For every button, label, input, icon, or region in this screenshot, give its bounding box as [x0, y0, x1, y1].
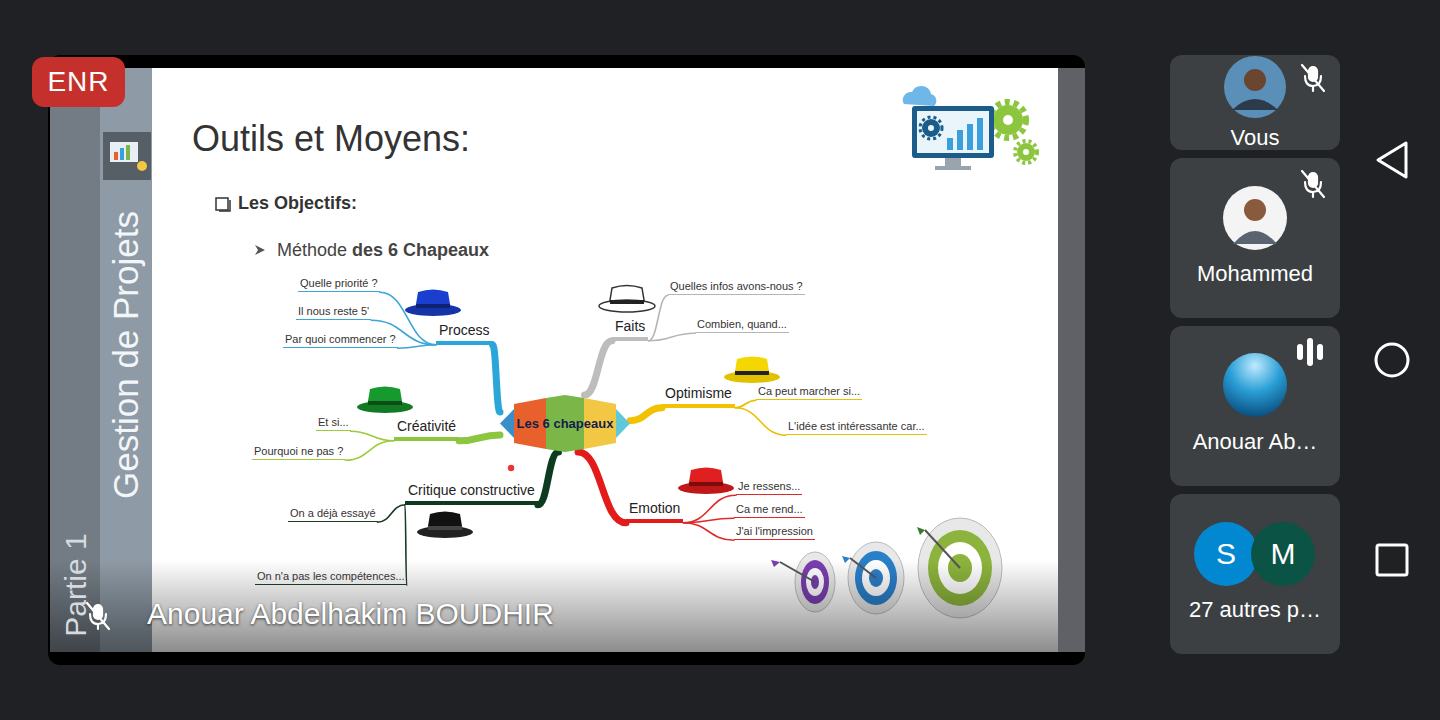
- branch-line: [405, 505, 407, 585]
- node-text: Créativité: [397, 418, 456, 435]
- node-text: Optimisme: [665, 385, 732, 402]
- node-text: Ca me rend...: [736, 503, 803, 516]
- branch-label: Faits: [612, 318, 648, 341]
- leaf-label: Pourquoi ne pas ?: [252, 445, 345, 460]
- branch-line: [683, 523, 734, 540]
- leaf-label: Quelles infos avons-nous ?: [668, 280, 805, 295]
- participant-name: Anouar Ab…: [1170, 429, 1340, 455]
- node-text: Quelles infos avons-nous ?: [670, 280, 803, 293]
- node-text: Quelle priorité ?: [300, 277, 378, 290]
- node-text: Ca peut marcher si...: [758, 385, 860, 398]
- branch-label: Optimisme: [662, 385, 735, 408]
- leaf-label: Je ressens...: [736, 480, 802, 495]
- node-text: Je ressens...: [738, 480, 800, 493]
- branch-line: [648, 295, 668, 341]
- node-text: S: [1216, 537, 1236, 571]
- leaf-label: Il nous reste 5': [296, 305, 371, 320]
- branch-label: Emotion: [626, 500, 683, 523]
- branch-line: [378, 505, 405, 522]
- branch-line: [578, 452, 626, 523]
- node-text: Emotion: [629, 500, 680, 517]
- branch-line: [683, 518, 734, 523]
- node-text: L'idée est intéressante car...: [788, 420, 925, 433]
- branch-line: [398, 345, 436, 348]
- leaf-label: Ca me rend...: [734, 503, 805, 518]
- node-text: M: [1271, 537, 1296, 571]
- node-text: Et si...: [318, 416, 349, 429]
- participant-tile: Mohammed: [1170, 158, 1340, 318]
- sidebar-part: Partie 1: [59, 533, 93, 636]
- branch-line: [493, 345, 500, 412]
- slide-title: Outils et Moyens:: [192, 118, 470, 160]
- leaf-label: Par quoi commencer ?: [283, 333, 398, 348]
- leaf-label: Et si...: [316, 416, 351, 431]
- branch-line: [585, 341, 613, 395]
- participant-tile: Anouar Ab…: [1170, 326, 1340, 486]
- bullet-text: des 6 Chapeaux: [352, 240, 489, 261]
- leaf-label: On n'a pas les compétences...: [255, 570, 407, 585]
- branch-line: [351, 431, 394, 441]
- branch-line: [648, 333, 695, 341]
- section-heading: Les Objectifs:: [238, 193, 357, 214]
- branch-line: [683, 495, 736, 523]
- participant-name: Mohammed: [1170, 261, 1340, 287]
- branch-line: [735, 400, 756, 408]
- node-text: Pourquoi ne pas ?: [254, 445, 343, 458]
- leaf-label: L'idée est intéressante car...: [786, 420, 927, 435]
- node-text: Combien, quand...: [697, 318, 787, 331]
- node-text: J'ai l'impression: [736, 525, 813, 538]
- bullet-text: Méthode: [277, 240, 347, 261]
- leaf-label: On a déjà essayé: [288, 507, 378, 522]
- node-text: Les 6 chapeaux: [517, 416, 614, 431]
- node-text: Il nous reste 5': [298, 305, 369, 318]
- avatar-initial: S: [1194, 522, 1258, 586]
- participant-name: 27 autres p…: [1170, 597, 1340, 623]
- badge-text: ENR: [47, 66, 109, 98]
- participant-tile: Vous: [1170, 55, 1340, 150]
- presenter-name: Anouar Abdelhakim BOUDHIR: [147, 597, 554, 631]
- leaf-label: Combien, quand...: [695, 318, 789, 333]
- branch-label: Process: [436, 322, 493, 345]
- branch-line: [538, 452, 559, 505]
- recording-badge: ENR: [32, 57, 125, 107]
- branch-line: [735, 408, 786, 435]
- node-text: On n'a pas les compétences...: [257, 570, 405, 583]
- branch-line: [345, 441, 394, 460]
- node-text: On a déjà essayé: [290, 507, 376, 520]
- leaf-label: J'ai l'impression: [734, 525, 815, 540]
- node-text: Process: [439, 322, 490, 339]
- avatar-initial: M: [1251, 522, 1315, 586]
- participant-name: Vous: [1170, 125, 1340, 151]
- branch-label: Créativité: [394, 418, 459, 441]
- branch-line: [459, 435, 500, 441]
- node-text: Faits: [615, 318, 645, 335]
- hub-hexagon: Les 6 chapeaux: [500, 395, 630, 452]
- node-text: Par quoi commencer ?: [285, 333, 396, 346]
- leaf-label: Ca peut marcher si...: [756, 385, 862, 400]
- participant-tile: 27 autres p… S M: [1170, 494, 1340, 654]
- leaf-label: Quelle priorité ?: [298, 277, 380, 292]
- branch-label: Critique constructive: [405, 482, 538, 505]
- branch-line: [630, 408, 662, 421]
- node-text: Critique constructive: [408, 482, 535, 499]
- sidebar-title: Gestion de Projets: [106, 211, 146, 499]
